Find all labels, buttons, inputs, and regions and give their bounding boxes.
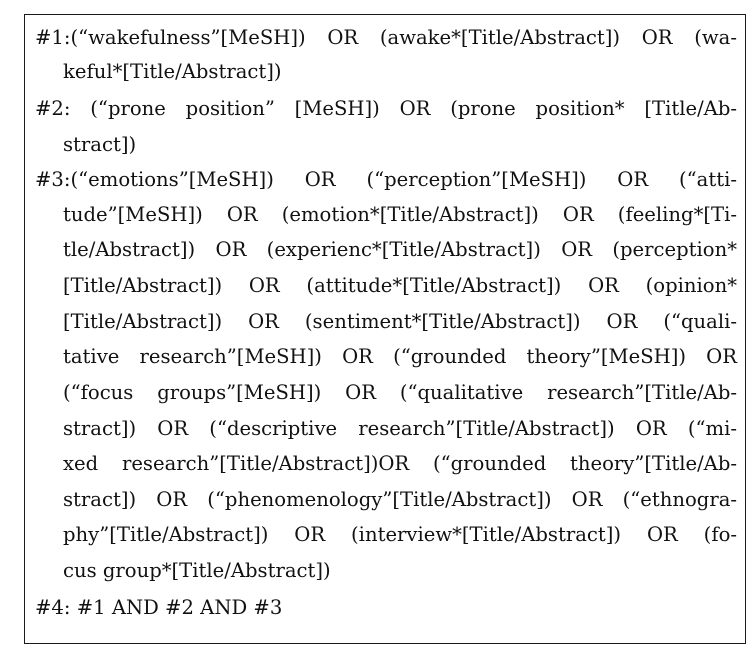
query-4-line-1: #4: #1 AND #2 AND #3 xyxy=(35,596,283,619)
search-strategy-box: #1:(“wakefulness”[MeSH]) OR (awake*[Titl… xyxy=(24,14,746,644)
query-2-line-2: stract]) xyxy=(63,133,137,156)
query-1-line-2: keful*[Title/Abstract]) xyxy=(63,60,282,83)
query-3-line-5: [Title/Abstract]) OR (sentiment*[Title/A… xyxy=(63,310,737,333)
query-3-line-4: [Title/Abstract]) OR (attitude*[Title/Ab… xyxy=(63,274,737,297)
query-1-line-1: #1:(“wakefulness”[MeSH]) OR (awake*[Titl… xyxy=(35,26,737,49)
query-3-line-6: tative research”[MeSH]) OR (“grounded th… xyxy=(63,345,737,368)
query-3-line-8: stract]) OR (“descriptive research”[Titl… xyxy=(63,417,737,440)
query-3-line-2: tude”[MeSH]) OR (emotion*[Title/Abstract… xyxy=(63,203,737,226)
query-3-line-7: (“focus groups”[MeSH]) OR (“qualitative … xyxy=(63,381,737,404)
query-3-line-10: stract]) OR (“phenomenology”[Title/Abstr… xyxy=(63,488,737,511)
query-3-line-9: xed research”[Title/Abstract])OR (“groun… xyxy=(63,452,737,475)
query-2-line-1: #2: (“prone position” [MeSH]) OR (prone … xyxy=(35,97,737,120)
query-3-line-11: phy”[Title/Abstract]) OR (interview*[Tit… xyxy=(63,523,737,546)
query-3-line-1: #3:(“emotions”[MeSH]) OR (“perception”[M… xyxy=(35,168,737,191)
query-3-line-12: cus group*[Title/Abstract]) xyxy=(63,559,331,582)
query-3-line-3: tle/Abstract]) OR (experienc*[Title/Abst… xyxy=(63,238,737,261)
